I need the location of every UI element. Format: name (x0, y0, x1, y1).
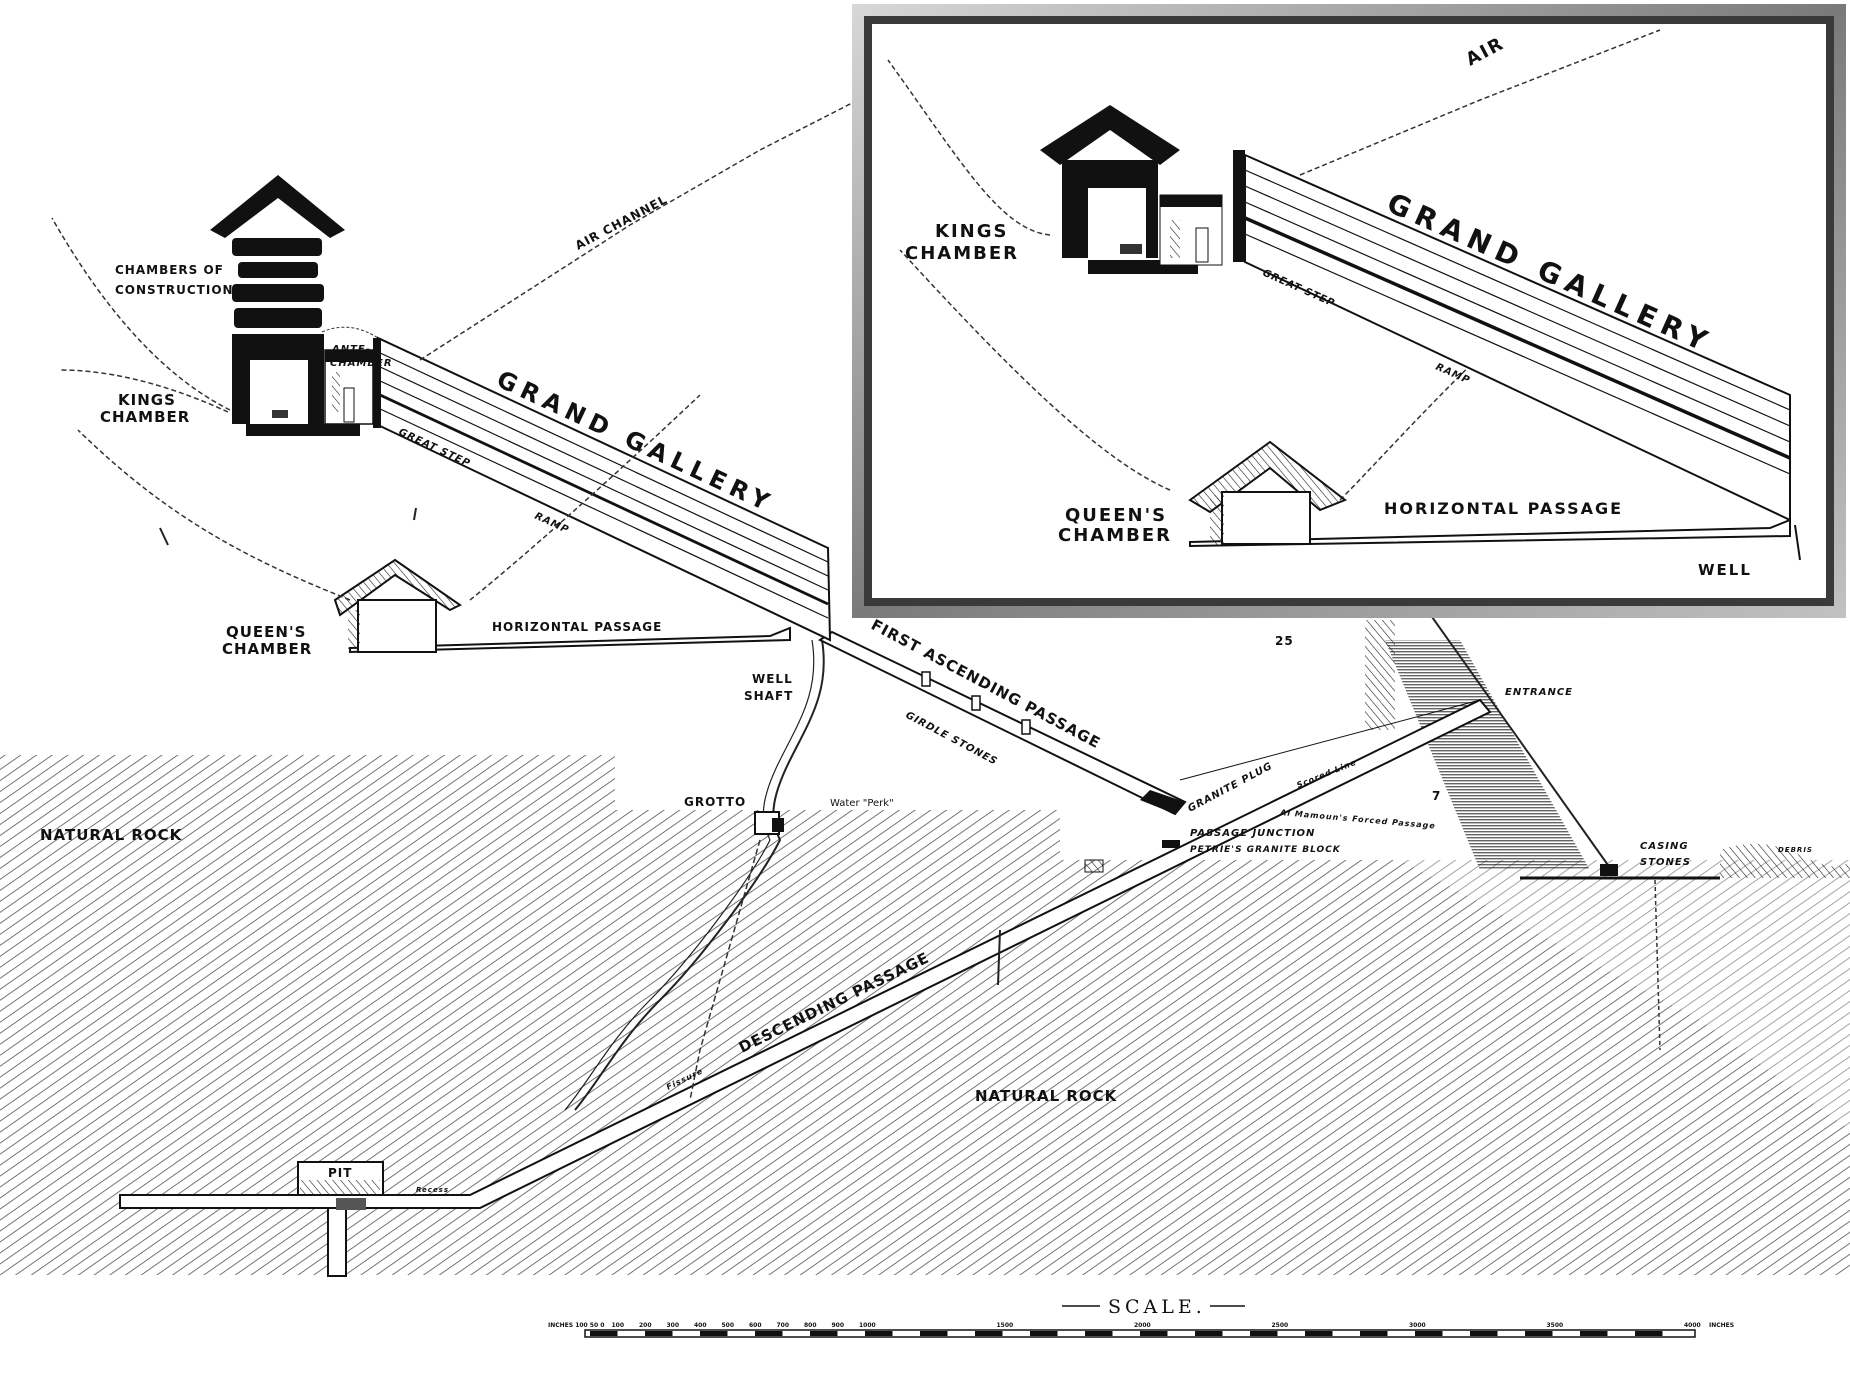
grand-gallery (377, 336, 832, 642)
scale-segment (1525, 1331, 1553, 1336)
inset-label-kings-2: CHAMBER (905, 243, 1019, 264)
label-queens-1: QUEEN'S (226, 623, 306, 641)
scale-tick-labels: 100 200 300 400 500 600 700 800 900 1000 1500 2000 2… (612, 1322, 1701, 1329)
scale-segment (1140, 1331, 1168, 1336)
inset-detail-panel (852, 4, 1846, 618)
inset-label-queens-1: QUEEN'S (1065, 505, 1167, 526)
label-natural-rock-left: NATURAL ROCK (40, 826, 183, 844)
label-ante-chamber-1: ANTE- (331, 344, 371, 355)
scale-segment (590, 1331, 618, 1336)
well-shaft (564, 639, 825, 1111)
scale-segment (645, 1331, 673, 1336)
inset-label-kings-1: KINGS (935, 221, 1008, 242)
label-ante-chamber-2: CHAMBER (330, 358, 393, 369)
scale-segment (920, 1331, 948, 1336)
kings-chamber-group (210, 175, 381, 436)
scale-segment (975, 1331, 1003, 1336)
scale-segment (1085, 1331, 1113, 1336)
scale-tick-1500: 1500 (997, 1322, 1014, 1329)
scale-segment (810, 1331, 838, 1336)
scale-segment (1305, 1331, 1333, 1336)
scale-segment (1415, 1331, 1443, 1336)
descending-passage (119, 698, 1492, 1209)
scale-bar (584, 1305, 1696, 1338)
scale-segment (755, 1331, 783, 1336)
scale-title: SCALE. (1108, 1296, 1206, 1318)
scale-segment (1635, 1331, 1663, 1336)
label-horizontal-passage: HORIZONTAL PASSAGE (492, 620, 662, 634)
scale-tick-300: 300 (667, 1322, 680, 1329)
label-debris: DEBRIS (1778, 846, 1813, 854)
scale-segment (1580, 1331, 1608, 1336)
scale-right-label: INCHES (1709, 1322, 1734, 1329)
label-casing-stones-2: STONES (1640, 857, 1691, 868)
scale-segment (865, 1331, 893, 1336)
scale-tick-3500: 3500 (1547, 1322, 1564, 1329)
inset-label-well: WELL (1698, 561, 1752, 579)
label-num-25: 25 (1275, 634, 1294, 648)
label-well-shaft-1: WELL (752, 672, 793, 686)
label-well-shaft-2: SHAFT (744, 689, 793, 703)
label-air-channel: AIR CHANNEL (573, 192, 670, 252)
scale-tick-500: 500 (722, 1322, 735, 1329)
scale-tick-4000: 4000 (1684, 1322, 1701, 1329)
label-num-7: 7 (1432, 789, 1441, 803)
scale-tick-700: 700 (777, 1322, 790, 1329)
air-channels (51, 99, 859, 601)
scale-tick-800: 800 (804, 1322, 817, 1329)
scale-segment (1470, 1331, 1498, 1336)
scale-tick-3000: 3000 (1409, 1322, 1426, 1329)
label-natural-rock-center: NATURAL ROCK (975, 1087, 1118, 1105)
label-recess: Recess (416, 1186, 449, 1194)
label-grotto: GROTTO (684, 795, 746, 809)
label-passage-junction: PASSAGE JUNCTION (1190, 828, 1315, 839)
scale-tick-200: 200 (639, 1322, 652, 1329)
label-petries-granite-block: PETRIE'S GRANITE BLOCK (1190, 845, 1341, 855)
natural-rock-region (0, 755, 1850, 1275)
scale-segment (1250, 1331, 1278, 1336)
scale-segment (1030, 1331, 1058, 1336)
inset-label-queens-2: CHAMBER (1058, 525, 1172, 546)
scale-left-label: INCHES 100 50 0 (548, 1322, 604, 1329)
pit-chamber (297, 1161, 384, 1277)
label-chambers-of-construction-1: CHAMBERS OF (115, 263, 224, 277)
scale-tick-400: 400 (694, 1322, 707, 1329)
label-kings-1: KINGS (118, 391, 176, 409)
scale-segment (1195, 1331, 1223, 1336)
scale-tick-100: 100 (612, 1322, 625, 1329)
scale-tick-1000: 1000 (859, 1322, 876, 1329)
inset-label-horizontal-passage: HORIZONTAL PASSAGE (1384, 499, 1623, 518)
label-first-ascending-passage: FIRST ASCENDING PASSAGE (868, 616, 1104, 753)
scale-tick-600: 600 (749, 1322, 762, 1329)
scale-tick-2500: 2500 (1272, 1322, 1289, 1329)
queens-chamber-group (333, 558, 791, 654)
scale-segment (700, 1331, 728, 1336)
label-pit: PIT (328, 1166, 352, 1180)
label-casing-stones-1: CASING (1640, 841, 1689, 852)
label-kings-2: CHAMBER (100, 408, 190, 426)
scale-tick-2000: 2000 (1134, 1322, 1151, 1329)
misc-marks (159, 507, 1001, 986)
label-water-perk: Water "Perk" (830, 798, 894, 809)
scale-tick-900: 900 (832, 1322, 845, 1329)
label-chambers-of-construction-2: CONSTRUCTION (115, 283, 234, 297)
label-entrance: ENTRANCE (1505, 687, 1573, 698)
label-queens-2: CHAMBER (222, 640, 312, 658)
scale-segment (1360, 1331, 1388, 1336)
pyramid-casing-slope (1365, 599, 1850, 1051)
